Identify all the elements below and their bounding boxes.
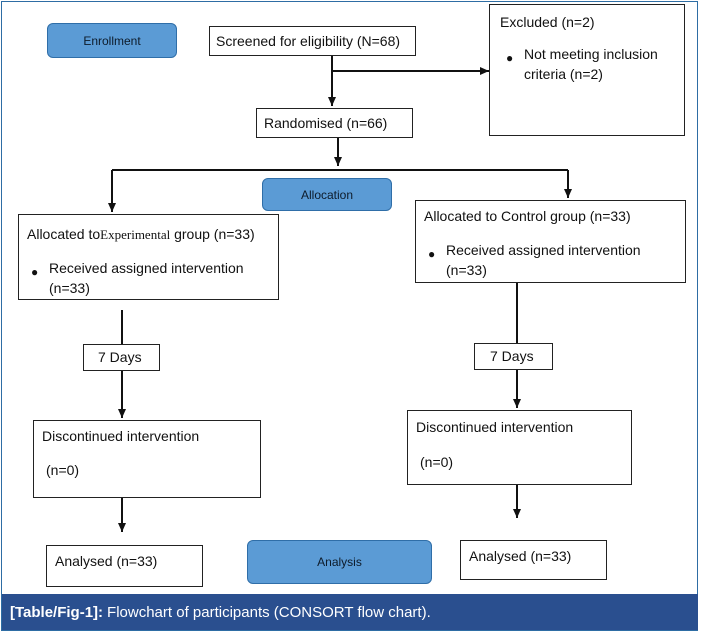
screened-box: Screened for eligibility (N=68) bbox=[209, 26, 416, 56]
excluded-title: Excluded (n=2) bbox=[500, 14, 595, 30]
randomised-box: Randomised (n=66) bbox=[256, 108, 413, 138]
caption-text: Flowchart of participants (CONSORT flow … bbox=[107, 603, 431, 621]
control-analysed-box: Analysed (n=33) bbox=[460, 540, 607, 580]
stage-enrollment: Enrollment bbox=[47, 23, 177, 58]
control-received-line1: Received assigned intervention bbox=[446, 242, 641, 258]
control-discontinued-box: Discontinued intervention (n=0) bbox=[407, 410, 632, 485]
control-followup-text: 7 Days bbox=[490, 348, 534, 364]
randomised-text: Randomised (n=66) bbox=[264, 115, 388, 131]
experimental-discontinued-box: Discontinued intervention (n=0) bbox=[33, 420, 261, 498]
experimental-analysed-box: Analysed (n=33) bbox=[46, 545, 203, 587]
experimental-received-line1: Received assigned intervention bbox=[49, 260, 244, 276]
experimental-title-post: group (n=33) bbox=[174, 226, 255, 242]
excluded-box: Excluded (n=2) ● Not meeting inclusion c… bbox=[489, 4, 685, 136]
experimental-followup-box: 7 Days bbox=[83, 344, 160, 371]
experimental-allocation-box: Allocated toExperimental group (n=33) ● … bbox=[18, 214, 279, 300]
bullet-icon: ● bbox=[31, 265, 39, 279]
experimental-followup-text: 7 Days bbox=[98, 349, 142, 365]
bullet-icon: ● bbox=[428, 247, 436, 261]
experimental-discontinued-text: Discontinued intervention bbox=[42, 428, 200, 444]
excluded-reason-line1: Not meeting inclusion bbox=[524, 46, 658, 62]
figure-caption: [Table/Fig-1]: Flowchart of participants… bbox=[2, 594, 698, 630]
experimental-allocation-title: Allocated toExperimental group (n=33) bbox=[27, 225, 255, 244]
stage-allocation-label: Allocation bbox=[300, 187, 354, 202]
control-analysed-text: Analysed (n=33) bbox=[469, 548, 572, 564]
bullet-icon: ● bbox=[506, 51, 514, 65]
stage-analysis-label: Analysis bbox=[317, 555, 362, 569]
stage-allocation: Allocation bbox=[262, 178, 392, 211]
control-discontinued-count: (n=0) bbox=[420, 454, 454, 470]
stage-analysis: Analysis bbox=[247, 540, 432, 584]
experimental-title-group: Experimental bbox=[100, 227, 171, 242]
excluded-reason-line2: criteria (n=2) bbox=[524, 66, 603, 82]
control-discontinued-text: Discontinued intervention bbox=[416, 419, 574, 435]
control-followup-box: 7 Days bbox=[474, 343, 553, 370]
experimental-analysed-text: Analysed (n=33) bbox=[55, 553, 158, 569]
experimental-received-line2: (n=33) bbox=[49, 280, 90, 296]
stage-enrollment-label: Enrollment bbox=[83, 33, 141, 48]
experimental-discontinued-count: (n=0) bbox=[46, 462, 80, 478]
caption-label: [Table/Fig-1]: bbox=[10, 603, 104, 621]
control-received-line2: (n=33) bbox=[446, 262, 487, 278]
control-allocation-box: Allocated to Control group (n=33) ● Rece… bbox=[415, 200, 686, 283]
control-allocation-title: Allocated to Control group (n=33) bbox=[424, 208, 631, 224]
screened-text: Screened for eligibility (N=68) bbox=[216, 33, 401, 49]
experimental-title-pre: Allocated to bbox=[27, 226, 101, 242]
